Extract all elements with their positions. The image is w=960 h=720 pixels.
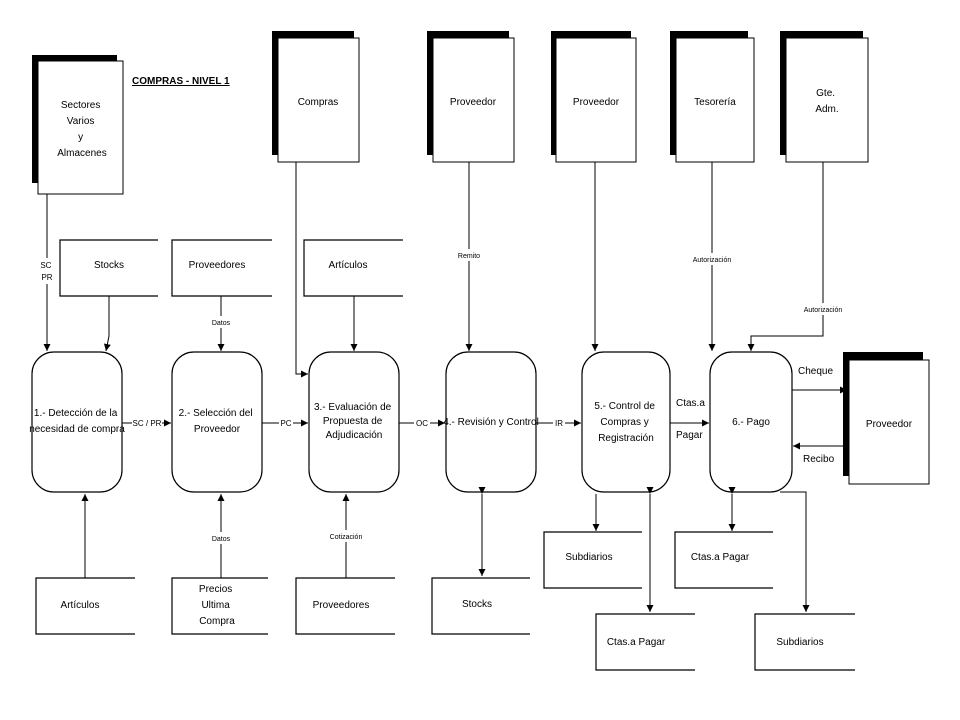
store-ctas-pagar-a-label: Ctas.a Pagar [607, 637, 666, 648]
label-cheque: Cheque [798, 366, 833, 377]
svg-text:Datos: Datos [212, 536, 231, 543]
process-1-label: 1.- Detección de la necesidad de compra [29, 408, 125, 435]
store-ctas-pagar-b-label: Ctas.a Pagar [691, 552, 750, 563]
store-ctas-pagar-b: Ctas.a Pagar [674, 531, 773, 589]
entity-proveedor-a: Proveedor [427, 31, 515, 163]
store-precios-label: Precios Ultima Compra [199, 584, 235, 627]
store-articulos-top-label: Artículos [329, 260, 368, 271]
svg-text:Remito: Remito [458, 253, 480, 260]
entity-proveedor-a-label: Proveedor [450, 97, 497, 108]
label-recibo: Recibo [803, 454, 835, 465]
store-ctas-pagar-a: Ctas.a Pagar [595, 613, 695, 671]
svg-text:SC / PR: SC / PR [133, 419, 162, 428]
store-subdiarios-a-label: Subdiarios [565, 552, 612, 563]
process-6-label: 6.- Pago [732, 417, 770, 428]
svg-text:Ctas.a: Ctas.a [676, 398, 705, 409]
label-oc: OC [414, 417, 430, 429]
label-sc-pr: SC / PR [132, 417, 162, 429]
process-5: 5.- Control de Compras y Registración [581, 351, 671, 493]
label-datos-top: Datos [208, 316, 236, 328]
process-4-label: 4.- Revisión y Control [443, 417, 539, 428]
label-ir: IR [553, 417, 565, 429]
label-datos-bottom: Datos [208, 532, 236, 544]
entity-tesoreria: Tesorería [670, 31, 755, 163]
entity-proveedor-b-label: Proveedor [573, 97, 620, 108]
process-1: 1.- Detección de la necesidad de compra [29, 351, 125, 493]
entity-proveedor-right-label: Proveedor [866, 419, 913, 430]
store-proveedores-bottom-label: Proveedores [313, 600, 370, 611]
store-proveedores-bottom: Proveedores [295, 577, 395, 635]
svg-text:IR: IR [555, 419, 563, 428]
store-proveedores-top: Proveedores [171, 239, 272, 297]
process-2: 2.- Selección del Proveedor [171, 351, 263, 493]
entity-proveedor-b: Proveedor [551, 31, 637, 163]
svg-text:Datos: Datos [212, 320, 231, 327]
entity-compras-label: Compras [298, 97, 339, 108]
process-5-label: 5.- Control de Compras y Registración [594, 401, 657, 444]
store-subdiarios-a: Subdiarios [543, 531, 642, 589]
entity-sectores: Sectores Varios y Almacenes [32, 55, 124, 195]
process-3: 3.- Evaluación de Propuesta de Adjudicac… [308, 351, 400, 493]
label-ctas-pagar: Ctas.a Pagar [676, 398, 705, 441]
label-sc-pr-vertical: SC PR [38, 258, 56, 284]
entity-tesoreria-label: Tesorería [694, 97, 736, 108]
entity-compras: Compras [272, 31, 360, 163]
process-2-label: 2.- Selección del Proveedor [179, 408, 256, 435]
entity-sectores-label: Sectores Varios y Almacenes [57, 100, 106, 159]
store-subdiarios-b-label: Subdiarios [776, 637, 823, 648]
entity-gte-adm-label: Gte. Adm. [815, 88, 838, 115]
process-4: 4.- Revisión y Control [443, 351, 539, 493]
svg-text:SC PR: SC PR [40, 261, 53, 282]
store-articulos-top: Artículos [303, 239, 403, 297]
store-proveedores-top-label: Proveedores [189, 260, 246, 271]
store-stocks-bottom: Stocks [431, 577, 530, 635]
svg-text:Autorización: Autorización [804, 307, 843, 314]
label-autorizacion-b: Autorización [801, 303, 845, 315]
store-precios: Precios Ultima Compra [171, 577, 268, 635]
svg-text:Cotización: Cotización [330, 534, 363, 541]
diagram-title: COMPRAS - NIVEL 1 [132, 76, 230, 87]
flow-stocks-to-p1 [103, 296, 111, 352]
svg-text:Pagar: Pagar [676, 430, 703, 441]
label-autorizacion-a: Autorización [690, 253, 734, 265]
label-remito: Remito [455, 249, 483, 261]
flow-p6-to-subdiarios [780, 491, 810, 612]
store-articulos-bottom: Artículos [35, 577, 135, 635]
label-cotizacion: Cotización [325, 530, 367, 542]
flow-gte-to-p6 [747, 162, 824, 351]
svg-text:OC: OC [416, 419, 428, 428]
flow-compras-to-p3 [295, 162, 308, 378]
process-3-label: 3.- Evaluación de Propuesta de Adjudicac… [314, 402, 394, 441]
svg-text:PC: PC [280, 419, 291, 428]
process-6: 6.- Pago [709, 351, 793, 493]
store-stocks-top: Stocks [59, 239, 158, 297]
store-articulos-bottom-label: Artículos [61, 600, 100, 611]
entity-proveedor-right: Proveedor [843, 352, 930, 485]
label-pc: PC [279, 417, 293, 429]
svg-text:Autorización: Autorización [693, 257, 732, 264]
store-subdiarios-b: Subdiarios [754, 613, 855, 671]
store-stocks-bottom-label: Stocks [462, 599, 492, 610]
entity-gte-adm: Gte. Adm. [780, 31, 869, 163]
store-stocks-top-label: Stocks [94, 260, 124, 271]
